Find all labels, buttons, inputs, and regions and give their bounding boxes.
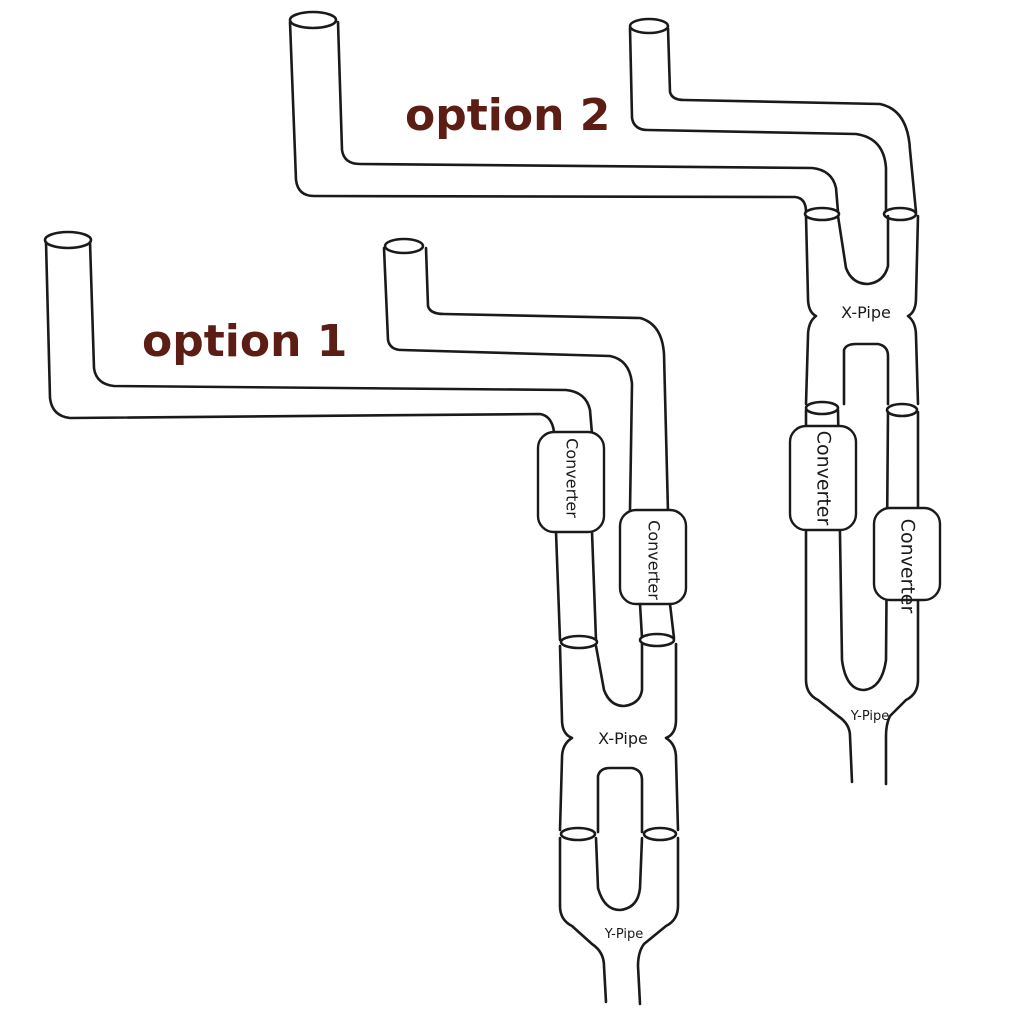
option-1-converter-left [536, 430, 606, 534]
option-1-x-pipe-label: X-Pipe [598, 729, 648, 748]
option-1-y-pipe-label: Y-Pipe [604, 927, 644, 942]
option-2-x-pipe-inner-loop [836, 214, 890, 286]
option-1-x-pipe-inner-loop [594, 642, 644, 708]
option-1-x-pipe-inner-block [596, 766, 644, 834]
option-1-converter-right-label: Converter [645, 520, 664, 600]
option-2-lower-pipes [804, 408, 920, 786]
option-1-converter-left-label: Converter [563, 438, 582, 518]
option-2-x-pipe-label: X-Pipe [841, 303, 891, 322]
option-2-y-pipe-label: Y-Pipe [850, 709, 890, 724]
option-2-converter-right-label: Converter [897, 519, 919, 614]
option-1-collar-left-lower [559, 826, 597, 842]
option-2-converter-left [788, 424, 858, 532]
option-1-right-header-pipe [382, 246, 670, 514]
option-2-collar-right-lower [885, 402, 919, 418]
option-1-mid-pipes [554, 530, 676, 642]
option-2-left-pipe-opening [288, 10, 338, 30]
option-2-title: option 2 [405, 90, 610, 141]
option-1-title: option 1 [142, 316, 347, 367]
option-1-collar-left [559, 634, 599, 650]
option-1-left-pipe-opening [43, 230, 93, 250]
option-2-converter-left-label: Converter [813, 431, 835, 526]
option-1-diagram: option 1 Converter Converter X-Pipe Y-Pi… [43, 230, 688, 1006]
option-2-collar-left [803, 206, 841, 222]
option-1-collar-right [638, 632, 676, 648]
option-2-left-header-pipe [288, 20, 840, 214]
option-2-x-pipe-body [804, 214, 920, 406]
option-2-right-header-pipe [628, 26, 918, 214]
option-1-left-header-pipe [44, 240, 594, 436]
option-2-right-pipe-opening [628, 17, 670, 35]
option-1-collar-right-lower [642, 826, 678, 842]
option-1-x-pipe-body [558, 642, 680, 832]
option-2-collar-left-lower [804, 400, 840, 416]
option-2-converter-right [872, 506, 942, 602]
option-1-y-pipe [558, 836, 680, 1006]
option-2-diagram: option 2 X-Pipe Y-Pipe Converter Convert… [288, 10, 942, 786]
option-2-collar-right [882, 206, 918, 222]
option-1-right-pipe-opening [383, 237, 425, 255]
option-2-x-pipe-inner-block [842, 342, 890, 406]
option-1-converter-right [618, 508, 688, 606]
